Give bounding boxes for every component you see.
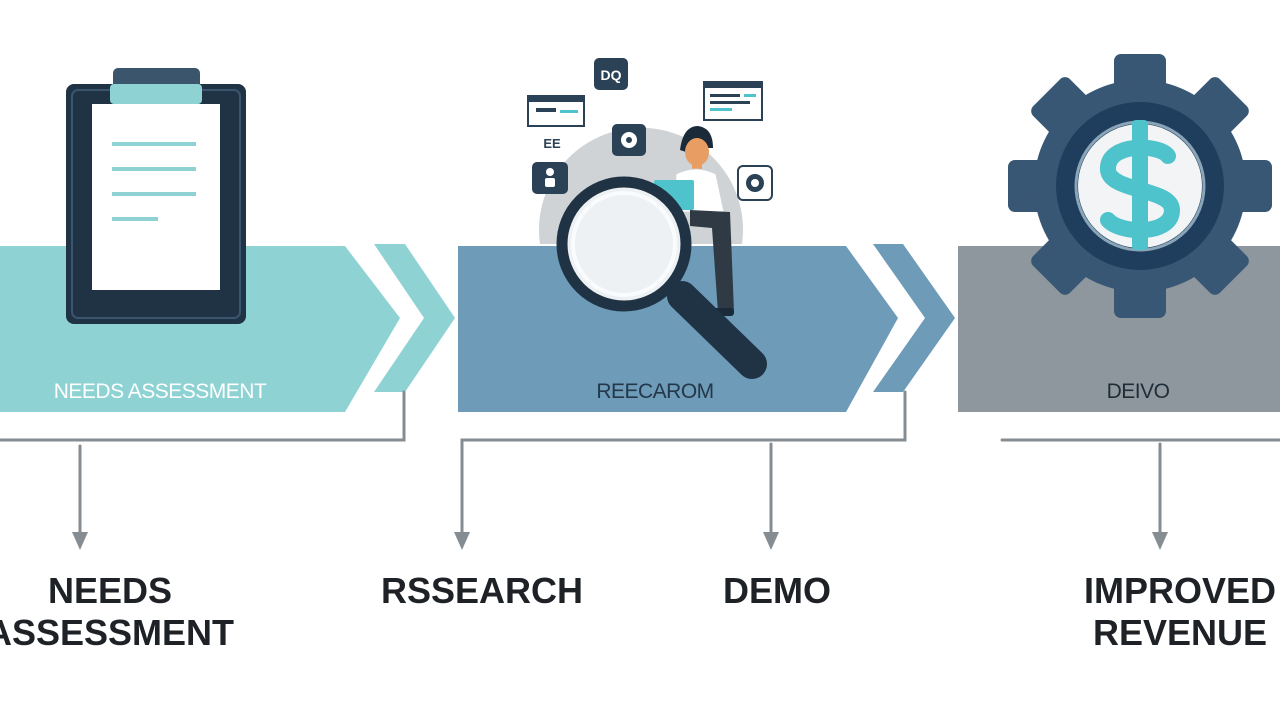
chevron-separator-1 <box>374 244 455 392</box>
arrowhead-needs <box>72 532 88 550</box>
banner-label-needs: NEEDS ASSESSMENT <box>54 380 267 403</box>
dollar-gear-icon <box>1008 54 1272 318</box>
caption-needs-assessment: NEEDS ASSESSMENT <box>0 570 260 654</box>
caption-needs-line-2: ASSESSMENT <box>0 612 235 653</box>
research-illustration: DQ ЕЕ <box>527 58 773 379</box>
connector-bracket-2 <box>460 390 907 538</box>
arrowhead-demo <box>763 532 779 550</box>
caption-revenue-line-1: IMPROVED <box>1083 570 1277 611</box>
caption-needs-line-1: NEEDS <box>47 570 173 611</box>
arrowhead-research <box>454 532 470 550</box>
caption-demo-line-1: DEMO <box>723 570 831 611</box>
person-icon <box>654 126 734 316</box>
magnifying-glass-icon <box>556 176 767 379</box>
banner-research <box>458 246 898 412</box>
caption-improved-revenue: IMPROVED REVENUE <box>1050 570 1280 654</box>
connector-arrowheads <box>72 532 1168 550</box>
caption-revenue-line-2: REVENUE <box>1092 612 1268 653</box>
chat-badge-icon <box>594 58 628 90</box>
arrowhead-revenue <box>1152 532 1168 550</box>
settings-badge-text: ЕЕ <box>543 136 561 151</box>
caption-demo: DEMO <box>692 570 862 612</box>
banner-label-demo: DEIVO <box>1107 380 1170 403</box>
caption-research-line-1: RSSEARCH <box>380 570 584 611</box>
chevron-separator-2 <box>873 244 955 392</box>
banner-label-research: REECAROM <box>596 380 713 403</box>
connector-bracket-1 <box>0 390 406 442</box>
clipboard-icon <box>66 68 246 324</box>
connector-lines <box>0 390 1280 538</box>
banner-demo <box>958 246 1280 412</box>
chat-badge-text: DQ <box>601 67 622 83</box>
caption-research: RSSEARCH <box>362 570 602 612</box>
